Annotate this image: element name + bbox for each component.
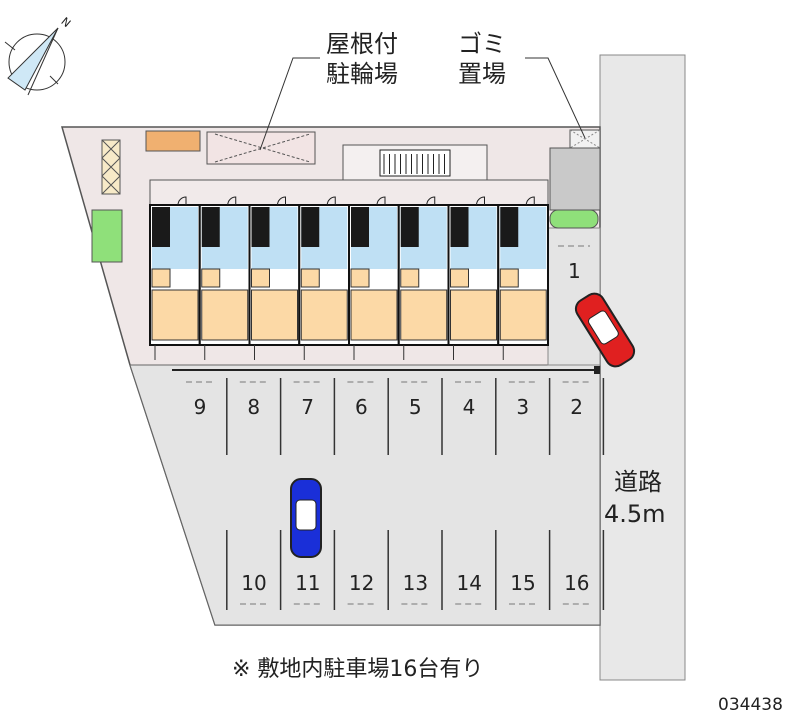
parking-number-8: 8 xyxy=(247,395,260,419)
parking-number-7: 7 xyxy=(301,395,314,419)
apartment-unit xyxy=(149,196,201,360)
parking-number-15: 15 xyxy=(510,571,535,595)
stair-steps xyxy=(379,149,451,177)
apartment-units xyxy=(149,196,549,360)
apartment-unit xyxy=(497,196,549,360)
apartment-unit xyxy=(298,196,350,360)
parking-number-9: 9 xyxy=(194,395,207,419)
parking-number-10: 10 xyxy=(241,571,266,595)
parking-number-3: 3 xyxy=(516,395,529,419)
compass-icon: N xyxy=(4,15,73,96)
road-width-label: 4.5m xyxy=(604,500,666,528)
parking-spaces: 9 8 7 6 5 4 3 2 10 11 12 13 14 15 16 xyxy=(186,378,605,610)
garbage-label-2: 置場 xyxy=(458,60,506,88)
bike-parking-label-2: 駐輪場 xyxy=(326,60,398,88)
bicycle-rack xyxy=(145,130,201,152)
road-label: 道路 xyxy=(614,468,662,496)
parking-number-5: 5 xyxy=(409,395,422,419)
apartment-unit xyxy=(397,196,450,360)
garbage-label-1: ゴミ xyxy=(458,30,506,58)
parking-number-13: 13 xyxy=(403,571,428,595)
parking-number-12: 12 xyxy=(349,571,374,595)
compass-north-label: N xyxy=(58,15,73,30)
property-id: 034438 xyxy=(718,695,783,715)
parking-number-16: 16 xyxy=(564,571,589,595)
stone-garden xyxy=(549,147,601,211)
walkway xyxy=(149,179,549,206)
green-right xyxy=(549,209,599,229)
parking-number-4: 4 xyxy=(463,395,476,419)
apartment-unit xyxy=(198,196,251,360)
parking-number-14: 14 xyxy=(456,571,481,595)
apartment-unit xyxy=(447,196,500,360)
road xyxy=(599,54,686,681)
apartment-unit xyxy=(348,196,400,360)
parking-number-2: 2 xyxy=(570,395,583,419)
parking-footnote: ※ 敷地内駐車場16台有り xyxy=(232,657,483,682)
parking-number-11: 11 xyxy=(295,571,320,595)
green-left xyxy=(91,209,123,263)
parking-number-1: 1 xyxy=(568,259,581,283)
planter-boxes xyxy=(101,139,121,195)
parking-lot xyxy=(129,364,601,626)
red-car xyxy=(574,292,636,368)
apartment-unit xyxy=(248,196,301,360)
bike-parking-label-1: 屋根付 xyxy=(326,30,398,58)
blue-car xyxy=(290,478,322,558)
parking-number-6: 6 xyxy=(355,395,368,419)
